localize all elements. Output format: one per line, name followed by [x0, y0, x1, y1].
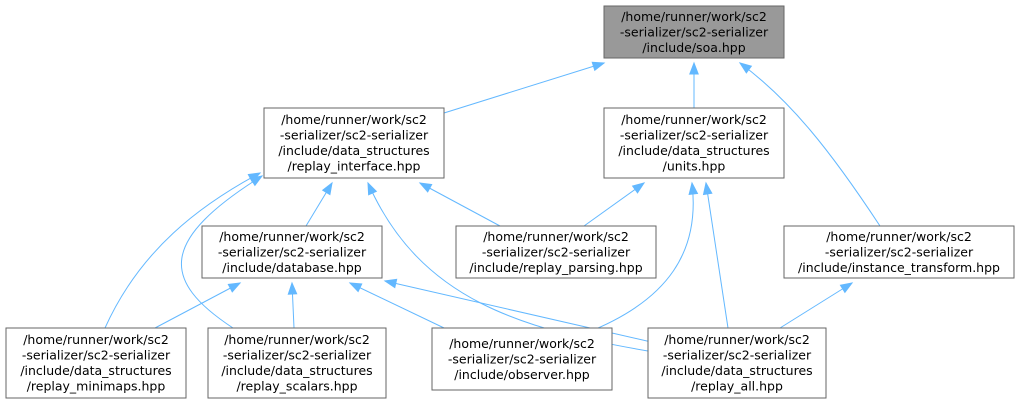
node-replay-interface[interactable]: /home/runner/work/sc2-serializer/sc2-ser… — [263, 107, 445, 179]
node-label-line: /home/runner/work/sc2 — [219, 229, 365, 244]
edge-line — [585, 182, 694, 334]
node-label-line: /home/runner/work/sc2 — [621, 112, 767, 127]
node-label-line: /home/runner/work/sc2 — [826, 229, 972, 244]
node-box — [455, 225, 657, 279]
edge-line — [779, 282, 853, 329]
edges-layer — [104, 61, 881, 354]
edge-replay_all-to-database — [383, 278, 661, 345]
edge-replay_scalars-to-replay_interface — [181, 175, 264, 329]
node-label-line: /replay_interface.hpp — [288, 159, 421, 174]
node-label-line: -serializer/sc2-serializer — [280, 128, 429, 143]
arrowhead — [689, 61, 699, 75]
node-box — [647, 327, 827, 399]
edge-line — [583, 182, 645, 227]
node-label-line: /include/database.hpp — [222, 260, 361, 275]
arrowhead — [738, 62, 753, 74]
node-label-line: /home/runner/work/sc2 — [664, 332, 810, 347]
edge-replay_interface-to-soa — [443, 61, 606, 114]
edge-replay_parsing-to-replay_interface — [418, 182, 501, 227]
edge-observer-to-units — [585, 181, 699, 334]
edge-replay_parsing-to-units — [583, 182, 646, 227]
node-label-line: /replay_scalars.hpp — [236, 379, 357, 394]
node-label-line: /include/data_structures — [661, 363, 812, 378]
edge-line — [739, 62, 881, 227]
node-label-line: /include/data_structures — [618, 143, 769, 158]
node-box — [263, 107, 445, 179]
node-soa[interactable]: /home/runner/work/sc2-serializer/sc2-ser… — [603, 5, 785, 59]
arrowhead — [249, 175, 264, 187]
edge-line — [419, 182, 501, 227]
edge-line — [104, 172, 261, 329]
node-box — [603, 107, 785, 179]
node-label-line: -serializer/sc2-serializer — [448, 351, 597, 366]
edge-replay_minimaps-to-database — [154, 282, 242, 329]
node-label-line: /replay_all.hpp — [691, 379, 783, 394]
node-replay-scalars[interactable]: /home/runner/work/sc2-serializer/sc2-ser… — [207, 327, 387, 399]
nodes-layer: /home/runner/work/sc2-serializer/sc2-ser… — [5, 5, 1015, 399]
node-units[interactable]: /home/runner/work/sc2-serializer/sc2-ser… — [603, 107, 785, 179]
node-label-line: -serializer/sc2-serializer — [22, 348, 171, 363]
arrowhead — [321, 181, 333, 196]
edge-replay_scalars-to-database — [287, 281, 298, 329]
node-label-line: -serializer/sc2-serializer — [620, 128, 769, 143]
node-label-line: /include/replay_parsing.hpp — [469, 260, 642, 275]
edge-line — [705, 182, 729, 329]
arrowhead — [688, 181, 699, 196]
node-label-line: -serializer/sc2-serializer — [482, 244, 631, 259]
node-label-line: -serializer/sc2-serializer — [620, 24, 769, 39]
node-label-line: -serializer/sc2-serializer — [825, 244, 974, 259]
arrowhead — [227, 282, 242, 293]
node-box — [201, 225, 383, 279]
arrowhead — [839, 282, 854, 294]
node-label-line: -serializer/sc2-serializer — [663, 348, 812, 363]
arrowhead — [383, 278, 398, 289]
node-label-line: /replay_minimaps.hpp — [27, 379, 166, 394]
node-box — [431, 327, 613, 391]
node-label-line: /home/runner/work/sc2 — [483, 229, 629, 244]
edge-database-to-replay_interface — [305, 181, 333, 227]
node-label-line: /home/runner/work/sc2 — [281, 112, 427, 127]
node-replay-all[interactable]: /home/runner/work/sc2-serializer/sc2-ser… — [647, 327, 827, 399]
node-label-line: -serializer/sc2-serializer — [223, 348, 372, 363]
node-box — [207, 327, 387, 399]
arrowhead — [418, 182, 433, 193]
node-box — [603, 5, 785, 59]
arrowhead — [591, 61, 606, 72]
node-label-line: /home/runner/work/sc2 — [621, 9, 767, 24]
node-replay-parsing[interactable]: /home/runner/work/sc2-serializer/sc2-ser… — [455, 225, 657, 279]
arrowhead — [348, 282, 363, 293]
node-label-line: /include/observer.hpp — [454, 367, 590, 382]
node-database[interactable]: /home/runner/work/sc2-serializer/sc2-ser… — [201, 225, 383, 279]
node-instance-transform[interactable]: /home/runner/work/sc2-serializer/sc2-ser… — [783, 225, 1015, 279]
edge-line — [181, 175, 263, 329]
node-box — [5, 327, 187, 399]
node-label-line: /home/runner/work/sc2 — [449, 336, 595, 351]
node-label-line: /include/data_structures — [221, 363, 372, 378]
arrowhead — [631, 182, 646, 194]
edge-instance_transform-to-soa — [738, 62, 881, 227]
arrowhead — [702, 181, 713, 196]
edge-units-to-soa — [689, 61, 699, 108]
arrowhead — [367, 181, 378, 196]
node-observer[interactable]: /home/runner/work/sc2-serializer/sc2-ser… — [431, 327, 613, 391]
node-replay-minimaps[interactable]: /home/runner/work/sc2-serializer/sc2-ser… — [5, 327, 187, 399]
node-label-line: /home/runner/work/sc2 — [23, 332, 169, 347]
node-label-line: -serializer/sc2-serializer — [218, 244, 367, 259]
node-label-line: /home/runner/work/sc2 — [224, 332, 370, 347]
node-label-line: /include/instance_transform.hpp — [798, 260, 1000, 275]
edge-line — [154, 282, 241, 329]
edge-line — [443, 62, 605, 114]
edge-replay_all-to-instance_transform — [779, 282, 854, 329]
edge-replay_all-to-units — [702, 181, 729, 329]
node-box — [783, 225, 1015, 279]
arrowhead — [287, 281, 298, 295]
node-label-line: /include/soa.hpp — [642, 40, 745, 55]
node-label-line: /include/data_structures — [20, 363, 171, 378]
edge-line — [384, 280, 661, 345]
node-label-line: /units.hpp — [663, 159, 726, 174]
node-label-line: /include/data_structures — [278, 143, 429, 158]
